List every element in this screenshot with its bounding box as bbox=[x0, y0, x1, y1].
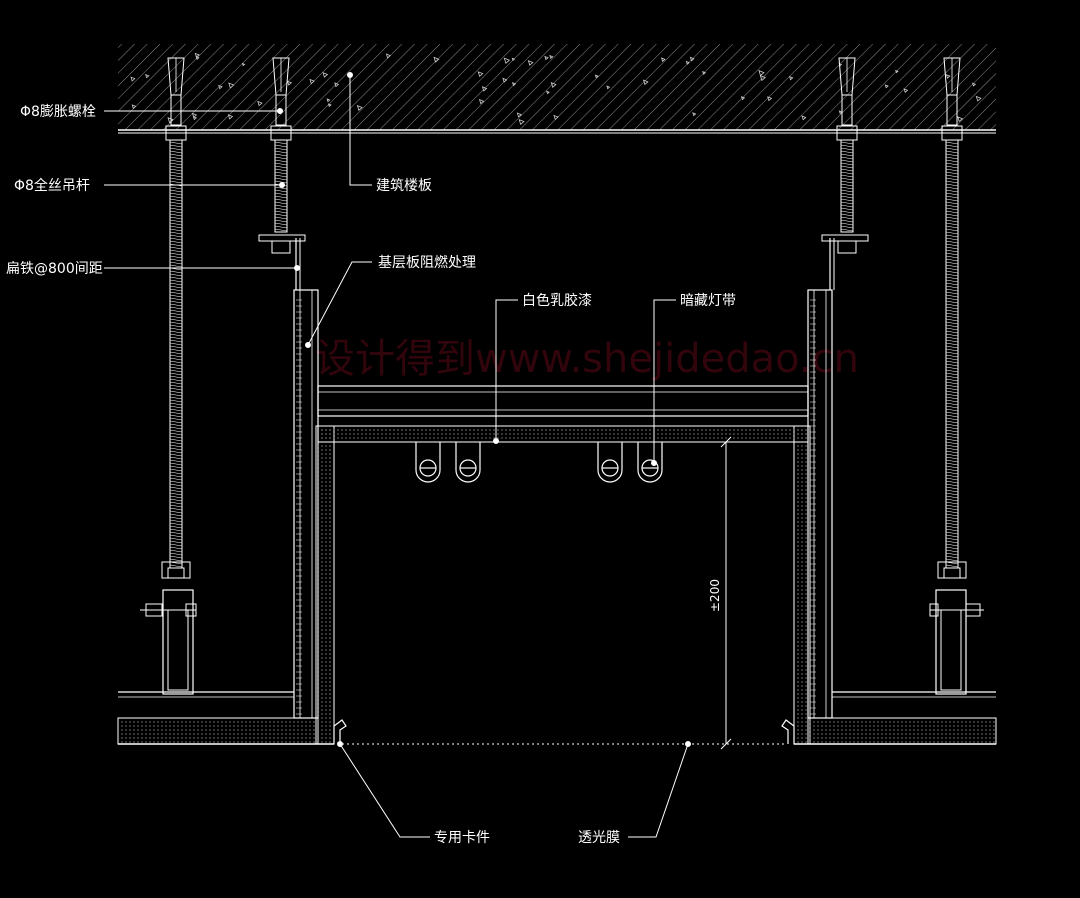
label-floor-slab: 建筑楼板 bbox=[376, 178, 432, 194]
floor-slab bbox=[118, 44, 996, 134]
leader-lines bbox=[104, 72, 691, 838]
left-outer-hanger bbox=[140, 57, 197, 695]
label-white-paint: 白色乳胶漆 bbox=[522, 292, 592, 309]
watermark-text: 设计得到www.shejidedao.cn bbox=[315, 336, 859, 382]
label-hidden-light: 暗藏灯带 bbox=[680, 293, 736, 309]
label-fire-treatment: 基层板阻燃处理 bbox=[378, 254, 476, 271]
label-special-clip: 专用卡件 bbox=[434, 830, 490, 846]
left-inner-hanger bbox=[258, 57, 306, 290]
label-translucent-film: 透光膜 bbox=[578, 830, 620, 846]
lower-ceiling-boards bbox=[117, 691, 997, 745]
right-inner-hanger bbox=[821, 57, 869, 290]
dimension-text: ±200 bbox=[708, 579, 722, 612]
dimension-200 bbox=[720, 436, 732, 750]
label-threaded-rod: Φ8全丝吊杆 bbox=[14, 177, 90, 194]
label-flat-iron: 扁铁@800间距 bbox=[6, 261, 103, 277]
led-strip-fixtures bbox=[415, 442, 663, 483]
right-outer-hanger bbox=[929, 57, 984, 695]
label-expansion-bolt: Φ8膨胀螺栓 bbox=[20, 103, 96, 120]
